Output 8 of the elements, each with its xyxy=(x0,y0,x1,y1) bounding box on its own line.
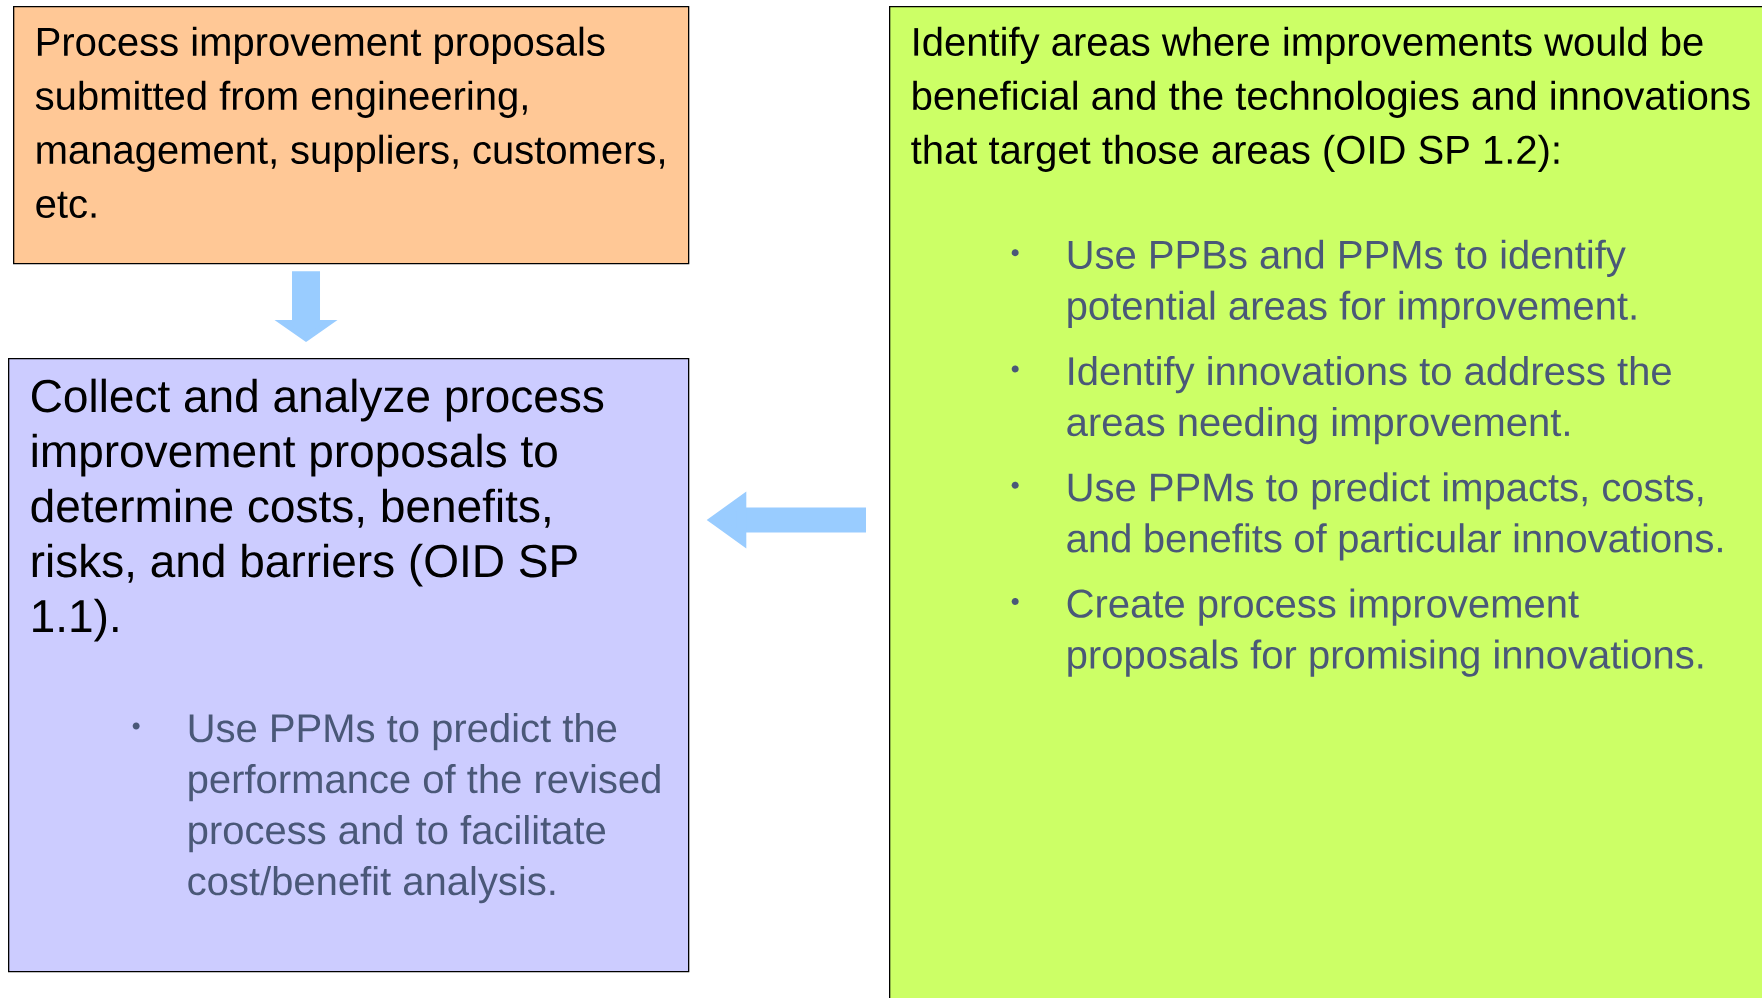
bullet-item: Create process improvement proposals for promising innovations. xyxy=(1067,588,1703,677)
bullet-item: Identify innovations to address the areas needing improvement. xyxy=(1067,355,1671,445)
bullet-item: Use PPMs to predict the performance of the revised process and to facilitate cost/benefit analysis. xyxy=(188,713,660,904)
process-box: Process improvement proposals submitted from engineering, management, suppliers, customers, etc. xyxy=(13,6,690,265)
process-box: Collect and analyze process improvement proposals to determine costs, benefits, risks, and barriers (OID SP 1.1). Use PPMs to predict the performance of the revised process and to facilitate cost/benefit analysis. xyxy=(8,358,690,973)
bullet-item: Use PPMs to predict impacts, costs, and benefits of particular innovations. xyxy=(1067,472,1722,561)
process-box: Identify areas where improvements would be beneficial and the technologies and innovations that target those areas (OID SP 1.2): Use PPBs and PPMs to identify potential areas for improvement. Identify innovations to address the areas needing improvement. Use PPMs to predict impacts, costs, and benefits of particular innovations. Create process improvement proposals for promising innovations. xyxy=(889,6,1762,998)
bullet-item: Use PPBs and PPMs to identify potential areas for improvement. xyxy=(1068,239,1636,328)
